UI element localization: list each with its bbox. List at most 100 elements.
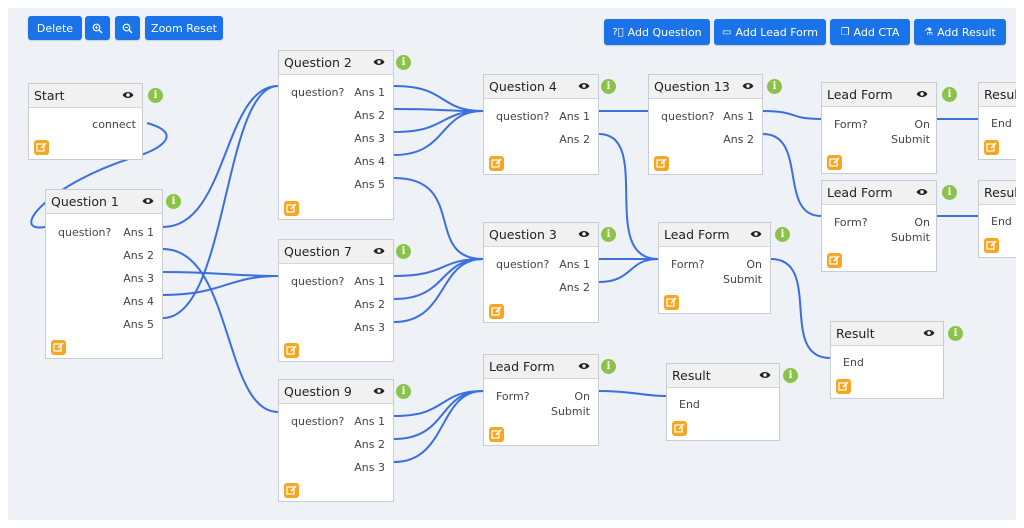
edit-icon[interactable] — [284, 201, 299, 216]
eye-icon[interactable] — [916, 186, 928, 198]
flow-canvas[interactable]: Delete Zoom Reset ?⃝Add Question ▭Add Le… — [8, 8, 1016, 520]
edit-icon[interactable] — [664, 295, 679, 310]
node-lead-form[interactable]: Lead Form Form? On Submit — [658, 222, 771, 314]
output-label: Ans 5 — [354, 178, 385, 191]
output-label: Ans 1 — [123, 226, 154, 239]
edit-icon[interactable] — [827, 253, 842, 268]
node-title: Question 2 — [284, 55, 352, 70]
edit-icon[interactable] — [489, 156, 504, 171]
node-question-13[interactable]: Question 13 question? Ans 1 Ans 2 — [648, 74, 763, 175]
eye-icon[interactable] — [750, 228, 762, 240]
input-label: question? — [496, 110, 550, 123]
copy-icon: ❐ — [840, 26, 850, 38]
node-lead-form[interactable]: Lead Form Form? On Submit — [821, 82, 937, 174]
edit-icon[interactable] — [827, 155, 842, 170]
edit-icon[interactable] — [672, 421, 687, 436]
node-title: Question 9 — [284, 384, 352, 399]
input-label: question? — [291, 415, 345, 428]
add-question-button[interactable]: ?⃝Add Question — [604, 19, 710, 45]
eye-icon[interactable] — [916, 88, 928, 100]
zoom-reset-button[interactable]: Zoom Reset — [145, 16, 223, 40]
info-icon[interactable]: i — [601, 359, 616, 374]
output-label: Submit — [890, 231, 930, 244]
edit-icon[interactable] — [984, 238, 999, 253]
node-result[interactable]: Result End — [830, 321, 944, 399]
edit-icon[interactable] — [489, 427, 504, 442]
zoom-in-button[interactable] — [85, 16, 110, 40]
eye-icon[interactable] — [578, 80, 590, 92]
info-icon[interactable]: i — [396, 244, 411, 259]
delete-button[interactable]: Delete — [28, 16, 82, 40]
eye-icon[interactable] — [923, 327, 935, 339]
edit-icon[interactable] — [489, 304, 504, 319]
output-label: Ans 2 — [559, 133, 590, 146]
edit-icon[interactable] — [654, 156, 669, 171]
node-result[interactable]: Resul End — [978, 82, 1016, 160]
output-label: Ans 3 — [354, 321, 385, 334]
output-label: Ans 2 — [354, 298, 385, 311]
eye-icon[interactable] — [742, 80, 754, 92]
node-question-3[interactable]: Question 3 question? Ans 1 Ans 2 — [483, 222, 599, 323]
node-lead-form[interactable]: Lead Form Form? On Submit — [483, 354, 599, 446]
info-icon[interactable]: i — [396, 55, 411, 70]
eye-icon[interactable] — [142, 195, 154, 207]
node-start[interactable]: Start connect — [28, 83, 143, 160]
add-result-button[interactable]: ⚗Add Result — [914, 19, 1006, 45]
eye-icon[interactable] — [578, 228, 590, 240]
comment-icon: ▭ — [722, 26, 732, 38]
edit-icon[interactable] — [984, 140, 999, 155]
info-icon[interactable]: i — [601, 79, 616, 94]
eye-icon[interactable] — [759, 369, 771, 381]
info-icon[interactable]: i — [775, 227, 790, 242]
node-question-4[interactable]: Question 4 question? Ans 1 Ans 2 — [483, 74, 599, 175]
input-label: question? — [58, 226, 112, 239]
node-title: Result — [672, 368, 711, 383]
edit-icon[interactable] — [284, 343, 299, 358]
output-label: Submit — [550, 405, 590, 418]
info-icon[interactable]: i — [166, 194, 181, 209]
output-label: Ans 2 — [354, 438, 385, 451]
node-question-7[interactable]: Question 7 question? Ans 1 Ans 2 Ans 3 — [278, 239, 394, 362]
info-icon[interactable]: i — [942, 185, 957, 200]
info-icon[interactable]: i — [767, 79, 782, 94]
info-icon[interactable]: i — [942, 87, 957, 102]
info-icon[interactable]: i — [396, 384, 411, 399]
add-lead-form-button[interactable]: ▭Add Lead Form — [714, 19, 826, 45]
edit-icon[interactable] — [51, 340, 66, 355]
node-question-9[interactable]: Question 9 question? Ans 1 Ans 2 Ans 3 — [278, 379, 394, 502]
output-label: Ans 1 — [559, 258, 590, 271]
edit-icon[interactable] — [34, 140, 49, 155]
node-result[interactable]: Resul End — [978, 180, 1016, 258]
node-question-2[interactable]: Question 2 question? Ans 1 Ans 2 Ans 3 A… — [278, 50, 394, 220]
info-icon[interactable]: i — [601, 227, 616, 242]
info-icon[interactable]: i — [948, 326, 963, 341]
zoom-out-icon — [122, 23, 133, 33]
node-title: Question 4 — [489, 79, 557, 94]
output-label: Ans 1 — [354, 275, 385, 288]
edit-icon[interactable] — [284, 483, 299, 498]
node-result[interactable]: Result End — [666, 363, 780, 441]
eye-icon[interactable] — [373, 385, 385, 397]
connection-wires — [30, 85, 978, 463]
output-label: Ans 2 — [354, 109, 385, 122]
node-question-1[interactable]: Question 1 question? Ans 1 Ans 2 Ans 3 A… — [45, 189, 163, 359]
eye-icon[interactable] — [373, 245, 385, 257]
eye-icon[interactable] — [373, 56, 385, 68]
output-label: Ans 2 — [559, 281, 590, 294]
node-lead-form[interactable]: Lead Form Form? On Submit — [821, 180, 937, 272]
output-label: Ans 4 — [354, 155, 385, 168]
input-label: Form? — [834, 216, 868, 229]
input-label: Form? — [496, 390, 530, 403]
info-icon[interactable]: i — [148, 88, 163, 103]
eye-icon[interactable] — [122, 89, 134, 101]
add-cta-button[interactable]: ❐Add CTA — [830, 19, 910, 45]
output-label: Ans 1 — [723, 110, 754, 123]
eye-icon[interactable] — [578, 360, 590, 372]
output-label: Ans 2 — [123, 249, 154, 262]
edit-icon[interactable] — [836, 379, 851, 394]
output-label: On — [574, 390, 590, 403]
zoom-out-button[interactable] — [115, 16, 140, 40]
node-title: Lead Form — [827, 87, 893, 102]
node-title: Question 13 — [654, 79, 730, 94]
info-icon[interactable]: i — [783, 368, 798, 383]
